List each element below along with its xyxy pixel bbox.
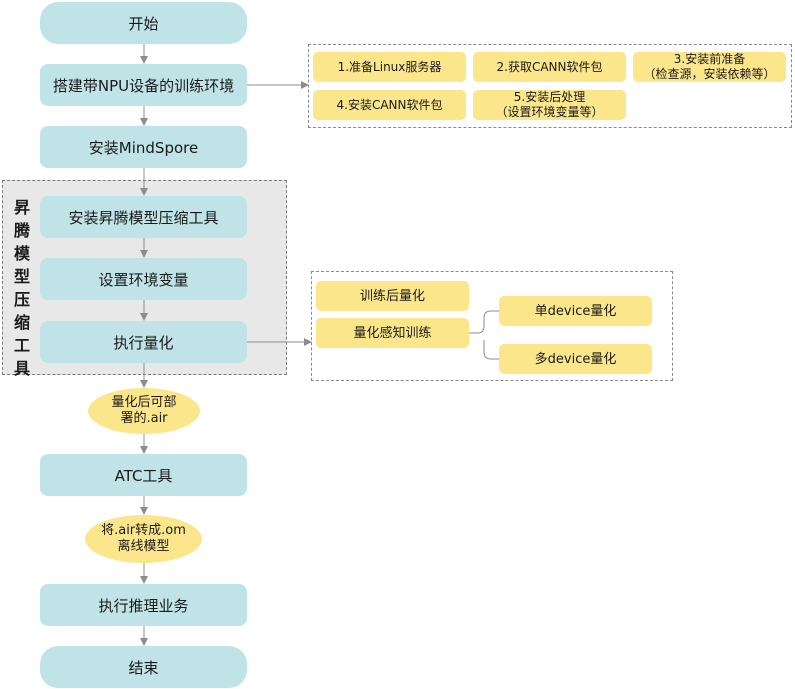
install-tool-step: 安装昇腾模型压缩工具 — [40, 196, 247, 238]
brace-qat-to-devices — [468, 310, 499, 360]
env-step-3-note: （检查源，安装依赖等） — [643, 67, 776, 81]
end-node: 结束 — [40, 646, 247, 688]
env-step-2: 2.获取CANN软件包 — [473, 52, 626, 82]
om-model-output: 将.air转成.om离线模型 — [85, 515, 202, 563]
env-step-5-title: 5.安装后处理 — [513, 90, 586, 104]
single-device-quant-option: 单device量化 — [499, 296, 652, 326]
env-step-4: 4.安装CANN软件包 — [313, 90, 466, 120]
env-step-1: 1.准备Linux服务器 — [313, 52, 466, 82]
multi-device-quant-option: 多device量化 — [499, 344, 652, 374]
start-node: 开始 — [40, 2, 247, 44]
quantized-air-output: 量化后可部署的.air — [88, 388, 200, 434]
setup-env-step: 搭建带NPU设备的训练环境 — [40, 64, 247, 106]
set-env-step: 设置环境变量 — [40, 258, 247, 300]
env-step-3-title: 3.安装前准备 — [673, 52, 746, 66]
install-mindspore-step: 安装MindSpore — [40, 126, 247, 168]
env-step-5: 5.安装后处理 （设置环境变量等） — [473, 90, 626, 120]
env-step-3: 3.安装前准备 （检查源，安装依赖等） — [633, 52, 786, 82]
post-training-quant-option: 训练后量化 — [316, 281, 469, 311]
quantize-step: 执行量化 — [40, 321, 247, 363]
compression-tool-group-label: 昇腾模型压缩工具 — [13, 198, 30, 378]
inference-step: 执行推理业务 — [40, 584, 247, 626]
qat-option: 量化感知训练 — [316, 318, 469, 348]
quant-options-container — [311, 271, 673, 381]
env-step-5-note: （设置环境变量等） — [495, 105, 604, 119]
atc-tool-step: ATC工具 — [40, 454, 247, 496]
